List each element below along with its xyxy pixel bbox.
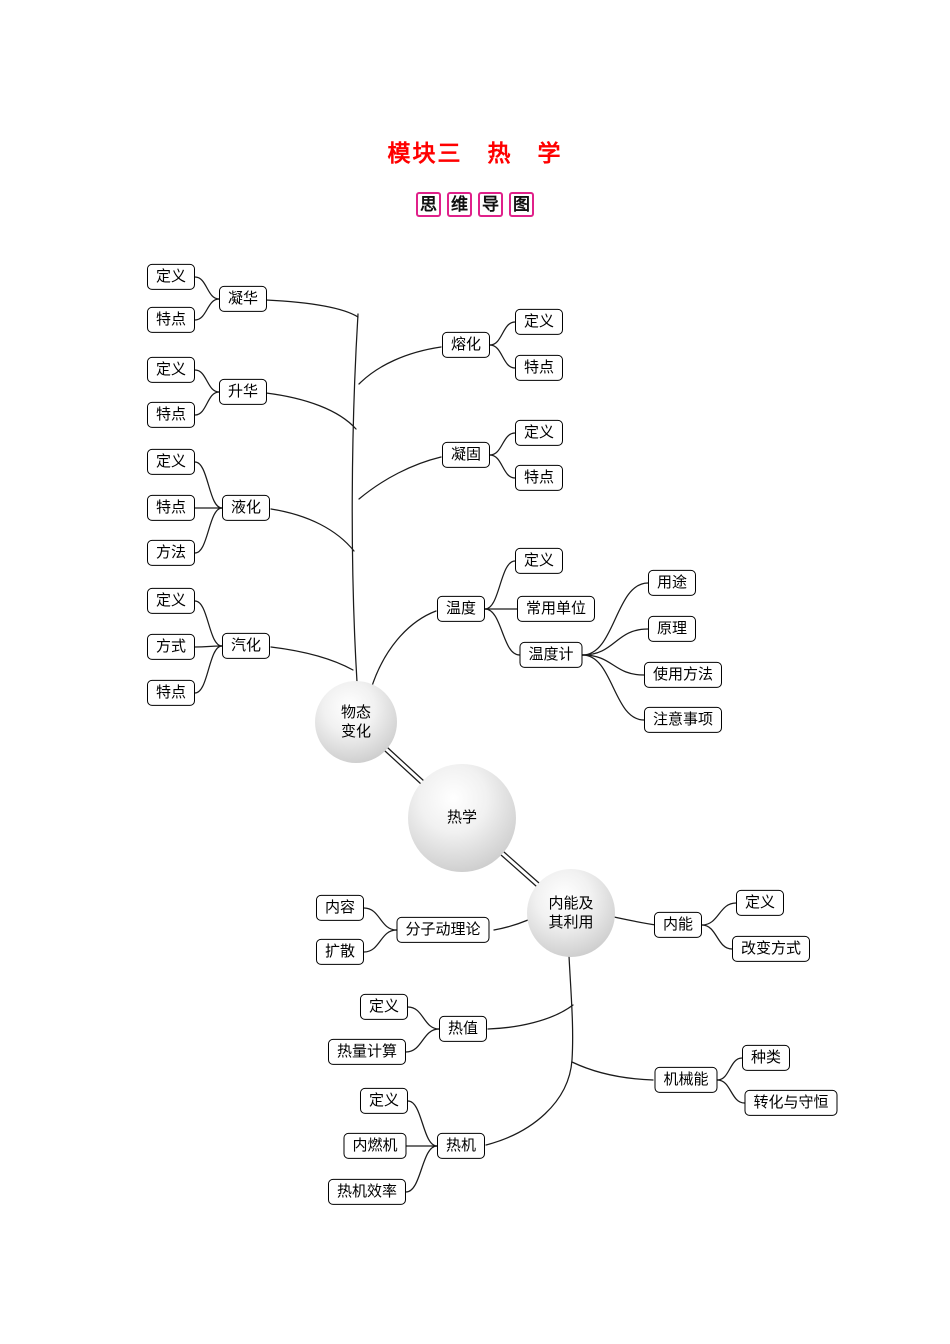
node-rh_def: 定义 bbox=[514, 308, 564, 336]
edge-line bbox=[485, 955, 574, 1146]
edge-line bbox=[500, 854, 537, 887]
edge-line bbox=[194, 391, 220, 416]
node-nh_ted: 特点 bbox=[146, 306, 196, 334]
edge-line bbox=[384, 750, 422, 785]
edge-line bbox=[194, 461, 223, 509]
node-qh: 汽化 bbox=[221, 632, 271, 660]
node-qh_ted: 特点 bbox=[146, 679, 196, 707]
edge-line bbox=[716, 1079, 746, 1104]
edge-line bbox=[358, 456, 442, 500]
node-ng: 凝固 bbox=[441, 441, 491, 469]
edge-line bbox=[405, 1145, 438, 1193]
node-syff: 使用方法 bbox=[643, 661, 723, 689]
edge-line bbox=[194, 645, 223, 694]
node-rj: 热机 bbox=[436, 1132, 486, 1160]
edge-line bbox=[194, 369, 220, 393]
edge-line bbox=[701, 924, 733, 950]
node-sh_def: 定义 bbox=[146, 356, 196, 384]
edge-line bbox=[489, 432, 516, 456]
edge-line bbox=[571, 1061, 654, 1081]
edge-line bbox=[487, 1004, 574, 1030]
node-nrj: 内燃机 bbox=[343, 1132, 407, 1160]
node-nn_def: 定义 bbox=[735, 889, 785, 917]
edge-line bbox=[484, 608, 521, 656]
node-yh: 液化 bbox=[221, 494, 271, 522]
node-yh_ff: 方法 bbox=[146, 539, 196, 567]
node-nh_def: 定义 bbox=[146, 263, 196, 291]
edge-line bbox=[489, 344, 516, 369]
badge-char: 思 bbox=[416, 192, 441, 217]
edge-line bbox=[194, 600, 223, 647]
node-zhysh: 转化与守恒 bbox=[744, 1089, 838, 1117]
edge-line bbox=[503, 851, 540, 884]
node-gbfs: 改变方式 bbox=[731, 935, 811, 963]
node-rz: 热值 bbox=[438, 1015, 488, 1043]
node-fzdll: 分子动理论 bbox=[396, 916, 490, 944]
node-qh_def: 定义 bbox=[146, 587, 196, 615]
edge-line bbox=[484, 560, 516, 610]
node-rjxl: 热机效率 bbox=[327, 1178, 407, 1206]
node-yh_ted: 特点 bbox=[146, 494, 196, 522]
node-rh_ted: 特点 bbox=[514, 354, 564, 382]
edge-line bbox=[489, 454, 516, 479]
node-sh: 升华 bbox=[218, 378, 268, 406]
edge-line bbox=[613, 916, 657, 926]
edge-line bbox=[407, 1006, 440, 1030]
node-nnly: 内能及 其利用 bbox=[527, 869, 615, 957]
node-rz_def: 定义 bbox=[359, 993, 409, 1021]
edge-line bbox=[581, 654, 645, 721]
node-wutai: 物态 变化 bbox=[315, 681, 397, 763]
edge-line bbox=[489, 321, 516, 346]
node-sh_ted: 特点 bbox=[146, 401, 196, 429]
edge-line bbox=[407, 1100, 438, 1147]
node-rj_def: 定义 bbox=[359, 1087, 409, 1115]
node-wdj: 温度计 bbox=[519, 641, 583, 669]
node-yt: 用途 bbox=[647, 569, 697, 597]
edge-line bbox=[270, 646, 354, 671]
edge-line bbox=[363, 907, 398, 931]
node-nr: 内容 bbox=[315, 894, 365, 922]
edge-line bbox=[581, 654, 645, 676]
node-nh: 凝华 bbox=[218, 285, 268, 313]
edge-line bbox=[716, 1057, 743, 1081]
edge-line bbox=[265, 299, 359, 318]
mindmap-badge: 思维导图 bbox=[0, 192, 950, 217]
edge-line bbox=[405, 1028, 440, 1053]
edge-line bbox=[581, 628, 649, 656]
edge-line bbox=[265, 392, 357, 430]
node-zysx: 注意事项 bbox=[643, 706, 723, 734]
edge-line bbox=[194, 298, 220, 321]
node-rexue: 热学 bbox=[408, 764, 516, 872]
node-yl: 原理 bbox=[647, 615, 697, 643]
node-jxn: 机械能 bbox=[654, 1066, 718, 1094]
edge-line bbox=[194, 507, 223, 554]
edge-line bbox=[194, 645, 223, 648]
node-zl: 种类 bbox=[741, 1044, 791, 1072]
node-wd_def: 定义 bbox=[514, 547, 564, 575]
edge-line bbox=[358, 346, 442, 385]
node-ks: 扩散 bbox=[315, 938, 365, 966]
badge-char: 导 bbox=[478, 192, 503, 217]
edge-line bbox=[363, 929, 398, 953]
badge-char: 图 bbox=[509, 192, 534, 217]
edge-line bbox=[493, 919, 529, 931]
edge-line bbox=[370, 610, 437, 690]
node-nn: 内能 bbox=[653, 911, 703, 939]
edge-line bbox=[701, 902, 737, 926]
node-qh_fs: 方式 bbox=[146, 633, 196, 661]
edge-line bbox=[351, 313, 359, 683]
node-rh: 熔化 bbox=[441, 331, 491, 359]
node-wd: 温度 bbox=[436, 595, 486, 623]
node-wd_dw: 常用单位 bbox=[516, 595, 596, 623]
node-ng_ted: 特点 bbox=[514, 464, 564, 492]
edge-line bbox=[270, 508, 355, 552]
edge-line bbox=[194, 276, 220, 300]
badge-char: 维 bbox=[447, 192, 472, 217]
node-ng_def: 定义 bbox=[514, 419, 564, 447]
page-title: 模块三 热 学 bbox=[387, 140, 563, 166]
node-rljs: 热量计算 bbox=[327, 1038, 407, 1066]
node-yh_def: 定义 bbox=[146, 448, 196, 476]
edge-line bbox=[387, 747, 425, 782]
